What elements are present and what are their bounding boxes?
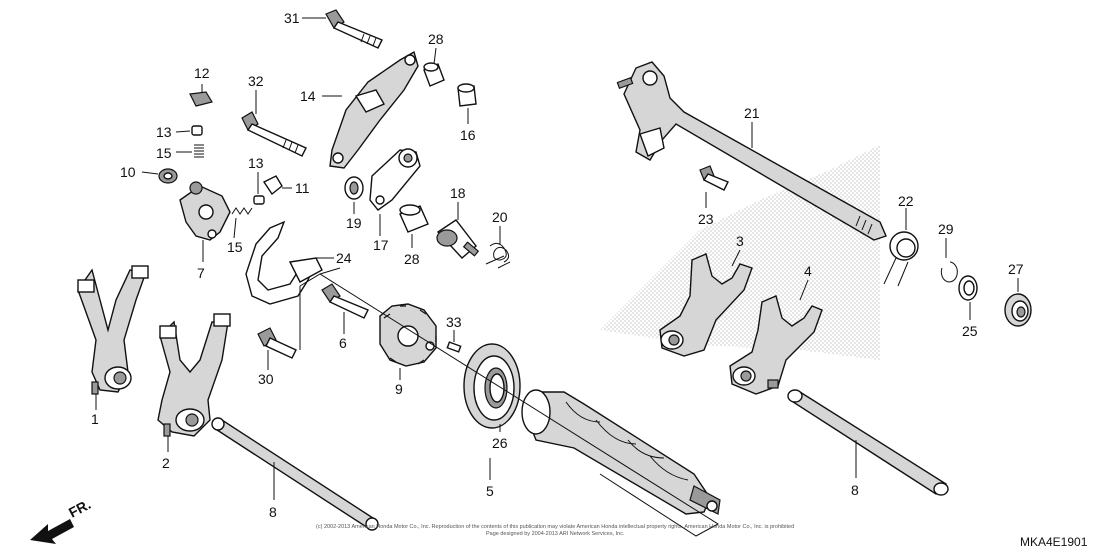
part-washer-25[interactable] xyxy=(958,275,978,301)
part-spring-15-mid[interactable] xyxy=(231,207,253,215)
callout-13-mid: 13 xyxy=(248,155,264,171)
part-shift-cam-9[interactable] xyxy=(379,303,437,367)
callout-labels: 1 2 3 4 5 6 7 8 8 9 10 11 12 13 13 14 15… xyxy=(91,10,1024,520)
callout-4: 4 xyxy=(804,263,812,279)
front-marker-label: FR. xyxy=(66,496,93,521)
callout-15-left: 15 xyxy=(156,145,172,161)
callout-24: 24 xyxy=(336,250,352,266)
callout-8-right: 8 xyxy=(851,482,859,498)
part-bracket-24[interactable] xyxy=(245,220,323,305)
part-pin-23[interactable] xyxy=(699,165,729,191)
part-shift-fork-1[interactable] xyxy=(77,265,149,395)
callout-32: 32 xyxy=(248,73,264,89)
callout-8-left: 8 xyxy=(269,504,277,520)
part-shift-fork-2[interactable] xyxy=(157,313,231,437)
part-pin-13-mid[interactable] xyxy=(253,195,265,205)
assembly-bracket xyxy=(299,267,719,537)
callout-30: 30 xyxy=(258,371,274,387)
part-collar-28-top[interactable] xyxy=(423,62,445,87)
callout-33: 33 xyxy=(446,314,462,330)
part-bolt-31[interactable] xyxy=(325,9,383,49)
callout-16: 16 xyxy=(460,127,476,143)
part-shift-spindle-21[interactable] xyxy=(616,61,887,241)
part-clip-11[interactable] xyxy=(262,175,283,196)
part-fork-shaft-left[interactable] xyxy=(211,417,379,531)
callout-15-mid: 15 xyxy=(227,239,243,255)
watermark-logo xyxy=(600,145,880,360)
part-return-spring-22[interactable] xyxy=(883,231,919,287)
part-shift-drum-5[interactable] xyxy=(521,389,721,515)
part-shift-fork-4[interactable] xyxy=(729,295,823,395)
part-oil-seal-27[interactable] xyxy=(1004,293,1032,327)
callout-14: 14 xyxy=(300,88,316,104)
callout-31: 31 xyxy=(284,10,300,26)
callout-28-mid: 28 xyxy=(404,251,420,267)
callout-25: 25 xyxy=(962,323,978,339)
callout-26: 26 xyxy=(492,435,508,451)
callout-20: 20 xyxy=(492,209,508,225)
callout-12: 12 xyxy=(194,65,210,81)
callout-11: 11 xyxy=(295,180,310,196)
callout-19: 19 xyxy=(346,215,362,231)
callout-21: 21 xyxy=(744,105,760,121)
callout-28-top: 28 xyxy=(428,31,444,47)
callout-1: 1 xyxy=(91,411,99,427)
part-bolt-32[interactable] xyxy=(241,111,307,157)
part-shift-fork-3[interactable] xyxy=(659,253,753,357)
part-pin-6[interactable] xyxy=(321,283,369,319)
callout-9: 9 xyxy=(395,381,403,397)
part-spring-20[interactable] xyxy=(485,242,511,269)
part-bushing-16[interactable] xyxy=(457,83,477,107)
part-collar-28-mid[interactable] xyxy=(399,204,429,233)
part-bearing-26[interactable] xyxy=(463,343,521,429)
callout-5: 5 xyxy=(486,483,494,499)
callout-7: 7 xyxy=(197,265,205,281)
part-arm-17[interactable] xyxy=(369,148,421,211)
front-arrow: FR. xyxy=(30,496,93,544)
callout-10: 10 xyxy=(120,164,136,180)
part-plate-14[interactable] xyxy=(329,50,419,169)
part-fork-shaft-right[interactable] xyxy=(787,389,949,496)
part-washer-10[interactable] xyxy=(158,168,178,184)
callout-3: 3 xyxy=(736,233,744,249)
part-spring-15-left[interactable] xyxy=(194,144,204,158)
callout-23: 23 xyxy=(698,211,714,227)
diagram-code: MKA4E1901 xyxy=(1020,535,1088,549)
part-pin-13-left[interactable] xyxy=(191,125,203,136)
callout-2: 2 xyxy=(162,455,170,471)
part-stopper-arm-7[interactable] xyxy=(179,181,231,241)
callout-17: 17 xyxy=(373,237,389,253)
part-circlip-29[interactable] xyxy=(940,261,958,283)
callout-13-left: 13 xyxy=(156,124,172,140)
callout-27: 27 xyxy=(1008,261,1024,277)
callout-29: 29 xyxy=(938,221,954,237)
part-bolt-30[interactable] xyxy=(257,327,297,359)
part-pivot-18[interactable] xyxy=(436,219,480,259)
copyright-line-2: Page designed by 2004-2013 ARI Network S… xyxy=(486,531,625,537)
callout-22: 22 xyxy=(898,193,914,209)
callout-6: 6 xyxy=(339,335,347,351)
part-washer-19[interactable] xyxy=(344,176,364,200)
callout-18: 18 xyxy=(450,185,466,201)
part-dowel-33[interactable] xyxy=(446,341,462,353)
part-cap-12[interactable] xyxy=(189,91,213,107)
copyright-line-1: (c) 2002-2013 American Honda Motor Co., … xyxy=(316,524,794,530)
